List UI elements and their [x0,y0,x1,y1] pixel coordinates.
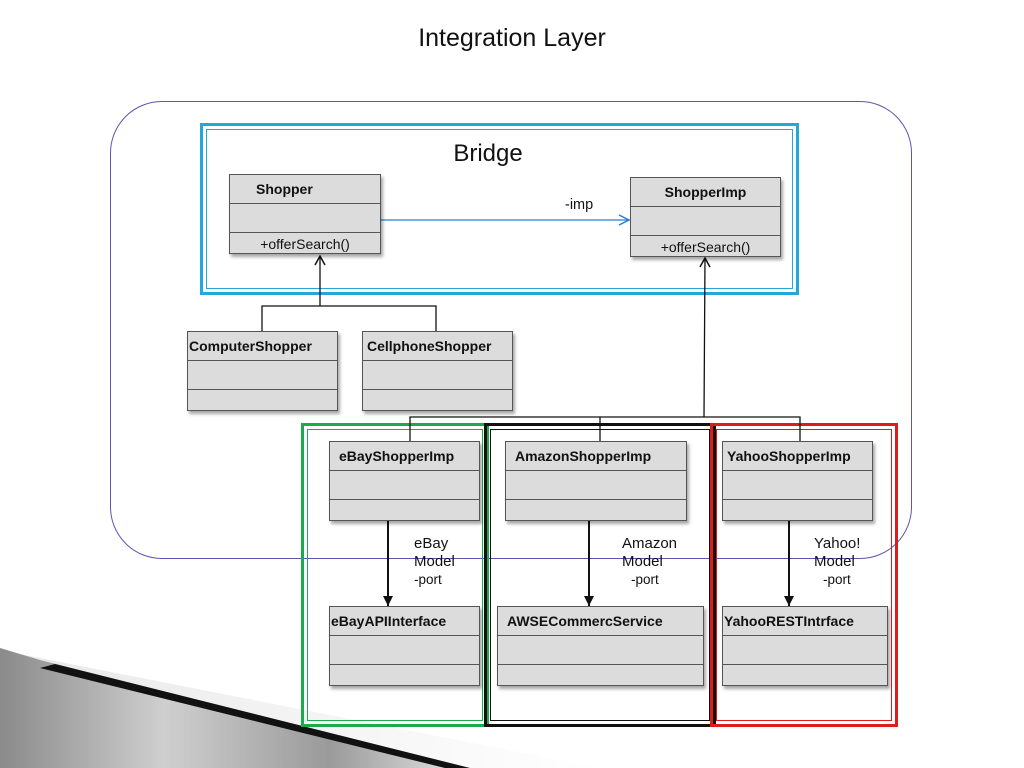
class-ebayshopperimp: eBayShopperImp [329,441,480,521]
class-amazonshopperimp: AmazonShopperImp [505,441,687,521]
class-name: YahooShopperImp [727,448,851,464]
operations-compartment [506,499,686,520]
operations-compartment [330,499,479,520]
diagram-title: Integration Layer [418,24,606,52]
amazon-model-label: Amazon Model -port [622,535,677,589]
shopperimp-subclass-branch [409,416,801,441]
model-line-2: Model [622,553,663,570]
attributes-compartment [723,470,872,499]
model-port: -port [823,572,851,587]
class-shopperimp: ShopperImp +offerSearch() [630,177,781,257]
class-name: ShopperImp [664,184,747,200]
attributes-compartment [330,635,479,664]
class-name: ComputerShopper [189,338,312,354]
ebay-model-label: eBay Model -port [414,535,455,589]
attributes-compartment [188,360,337,389]
class-name: YahooRESTIntrface [724,613,854,629]
model-line-1: Yahoo! [814,535,861,552]
attributes-compartment [363,360,512,389]
class-ebayapiinterface: eBayAPIInterface [329,606,480,686]
class-name: AmazonShopperImp [515,448,652,464]
model-port: -port [631,572,659,587]
attributes-compartment [330,470,479,499]
attributes-compartment [631,206,780,235]
attributes-compartment [498,635,703,664]
attributes-compartment [230,203,380,232]
operations-compartment [188,389,337,410]
shopper-subclass-branch [261,305,437,331]
operations-compartment [363,389,512,410]
integration-layer-boundary [110,101,912,559]
bridge-title: Bridge [453,140,523,167]
class-cellphoneshopper: CellphoneShopper [362,331,513,411]
class-yahooshopperimp: YahooShopperImp [722,441,873,521]
class-name: Shopper [256,181,313,197]
class-yahoorestintrface: YahooRESTIntrface [722,606,888,686]
model-line-2: Model [414,553,455,570]
class-shopper: Shopper +offerSearch() [229,174,381,254]
model-line-1: Amazon [622,535,678,552]
operations-compartment: +offerSearch() [631,235,780,258]
operations-compartment [723,664,887,685]
bridge-frame [200,123,799,295]
operations-compartment [330,664,479,685]
class-awsecommercservice: AWSECommercService [497,606,704,686]
class-computershopper: ComputerShopper [187,331,338,411]
operations-compartment [723,499,872,520]
class-name: CellphoneShopper [367,338,492,354]
ebay-model-frame [301,423,489,727]
yahoo-model-label: Yahoo! Model -port [814,535,860,589]
imp-association-label: -imp [565,197,594,213]
operations-compartment [498,664,703,685]
class-name: eBayAPIInterface [331,613,447,629]
model-line-1: eBay [414,535,449,552]
class-name: eBayShopperImp [339,448,455,464]
model-port: -port [414,572,442,587]
attributes-compartment [506,470,686,499]
class-name: AWSECommercService [507,613,663,629]
yahoo-model-frame [710,423,898,727]
attributes-compartment [723,635,887,664]
operations-compartment: +offerSearch() [230,232,380,255]
model-line-2: Model [814,553,855,570]
shopperimp-inheritance-line [699,256,711,418]
